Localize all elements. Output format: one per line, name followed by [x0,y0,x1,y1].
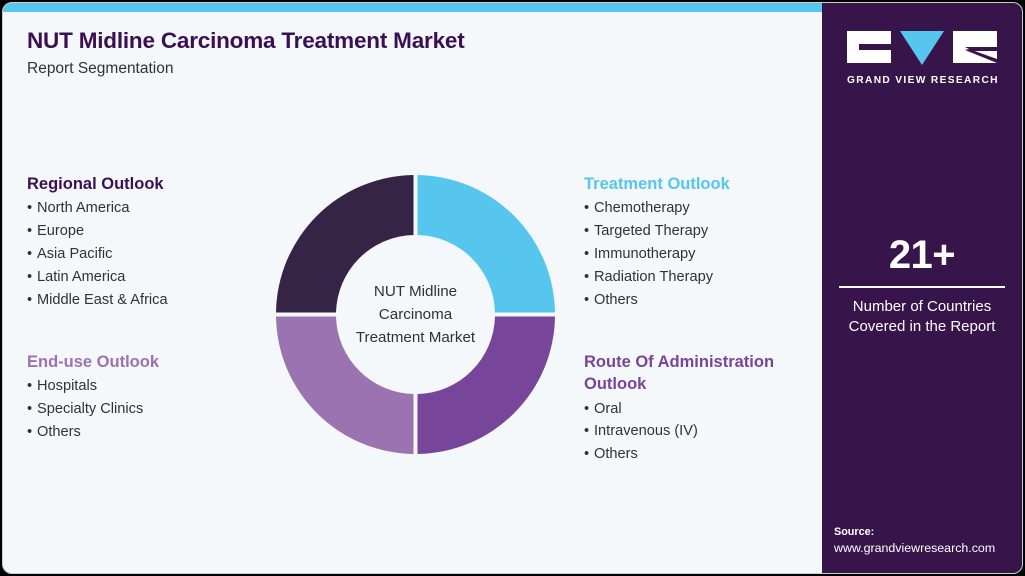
bullet-icon: • [27,401,33,418]
list-item-label: Latin America [37,268,126,285]
regional-outlook-heading: Regional Outlook [27,175,164,193]
list-item: •Specialty Clinics [27,398,277,421]
list-item-label: Others [594,291,638,308]
brand-wordmark: GRAND VIEW RESEARCH [847,75,999,86]
stat-number: 21+ [888,233,956,277]
treatment-outlook-heading: Treatment Outlook [584,175,730,193]
gvr-logo-icon [847,31,997,65]
regional-outlook-list: •North America •Europe •Asia Pacific •La… [27,197,277,311]
donut-svg [276,175,555,454]
list-item-label: Radiation Therapy [594,268,713,285]
bullet-icon: • [584,200,590,217]
source-url[interactable]: www.grandviewresearch.com [834,541,996,556]
stat-divider [839,286,1005,288]
list-item: •Oral [584,398,829,421]
list-item-label: North America [37,200,130,217]
list-item: •Latin America [27,266,277,289]
route-outlook-block: Route Of Administration Outlook •Oral •I… [584,351,829,466]
donut-segment-regional [276,175,414,313]
bullet-icon: • [584,223,590,240]
list-item: •North America [27,197,277,220]
list-item: •Immunotherapy [584,243,834,266]
bullet-icon: • [27,268,33,285]
right-sidebar: GRAND VIEW RESEARCH 21+ Number of Countr… [822,3,1022,573]
treatment-outlook-block: Treatment Outlook •Chemotherapy •Targete… [584,173,834,311]
page-subtitle: Report Segmentation [27,60,174,77]
regional-outlook-block: Regional Outlook •North America •Europe … [27,173,277,311]
donut-chart: NUT Midline Carcinoma Treatment Market [274,173,557,456]
list-item: •Middle East & Africa [27,289,277,312]
donut-segment-treatment [417,175,555,313]
brand-logo: GRAND VIEW RESEARCH [847,29,999,86]
route-outlook-list: •Oral •Intravenous (IV) •Others [584,398,829,466]
list-item-label: Hospitals [37,378,98,395]
stat-label-line-2: Covered in the Report [848,318,996,336]
stat-label-line-1: Number of Countries [852,297,992,315]
header: NUT Midline Carcinoma Treatment Market R… [27,27,797,79]
list-item: •Others [27,421,277,444]
bullet-icon: • [584,245,590,262]
donut-center-label: NUT Midline Carcinoma Treatment Market [328,280,503,350]
list-item: •Others [584,443,829,466]
list-item-label: Asia Pacific [37,245,113,262]
bullet-icon: • [584,446,590,463]
list-item-label: Europe [37,223,85,240]
list-item-label: Specialty Clinics [37,401,144,418]
list-item-label: Targeted Therapy [594,223,709,240]
donut-center-line-3: Treatment Market [355,329,476,347]
list-item: •Hospitals [27,375,277,398]
bullet-icon: • [584,268,590,285]
bullet-icon: • [584,423,590,440]
stat-block: 21+ Number of Countries Covered in the R… [822,235,1022,338]
donut-center-line-1: NUT Midline [373,282,458,300]
treatment-outlook-list: •Chemotherapy •Targeted Therapy •Immunot… [584,197,834,311]
enduse-outlook-heading: End-use Outlook [27,353,159,371]
bullet-icon: • [584,400,590,417]
list-item: •Europe [27,220,277,243]
list-item-label: Oral [594,400,622,417]
bullet-icon: • [27,245,33,262]
list-item: •Targeted Therapy [584,220,834,243]
list-item: •Radiation Therapy [584,266,834,289]
bullet-icon: • [27,378,33,395]
bullet-icon: • [584,291,590,308]
top-accent-bar [3,3,824,12]
source-block: Source: www.grandviewresearch.com [834,524,1022,557]
donut-segment-enduse [276,316,414,454]
list-item-label: Chemotherapy [594,200,690,217]
list-item-label: Middle East & Africa [37,291,168,308]
bullet-icon: • [27,291,33,308]
donut-center-line-2: Carcinoma [378,305,453,323]
list-item-label: Intravenous (IV) [594,423,698,440]
route-outlook-heading: Route Of Administration Outlook [584,353,775,394]
donut-segment-route [417,316,555,454]
enduse-outlook-block: End-use Outlook •Hospitals •Specialty Cl… [27,351,277,444]
list-item: •Others [584,289,834,312]
list-item: •Intravenous (IV) [584,420,829,443]
source-title: Source: [834,526,875,539]
list-item: •Asia Pacific [27,243,277,266]
bullet-icon: • [27,223,33,240]
page-title: NUT Midline Carcinoma Treatment Market [27,28,465,53]
bullet-icon: • [27,423,33,440]
enduse-outlook-list: •Hospitals •Specialty Clinics •Others [27,375,277,443]
list-item: •Chemotherapy [584,197,834,220]
bullet-icon: • [27,200,33,217]
list-item-label: Immunotherapy [594,245,696,262]
list-item-label: Others [37,423,81,440]
list-item-label: Others [594,446,638,463]
